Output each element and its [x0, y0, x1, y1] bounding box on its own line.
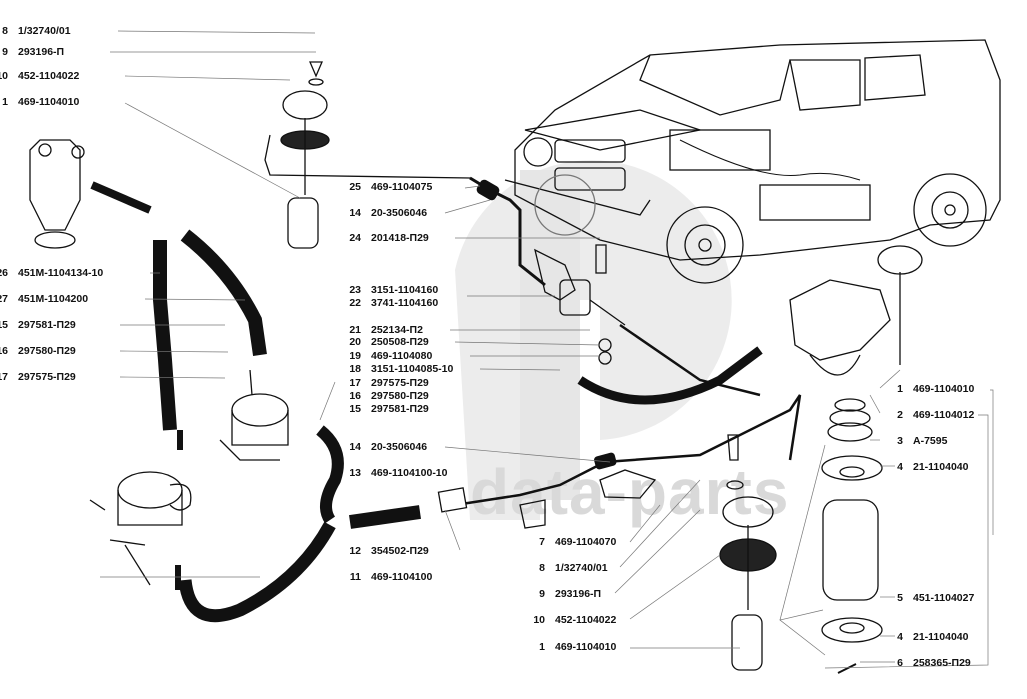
watermark-text: data-parts [470, 456, 790, 528]
fuel-sender-right [877, 245, 923, 365]
hose-26 [153, 240, 177, 431]
hose-12 [349, 505, 421, 529]
callout-26: 26451М-1104134-10 [0, 267, 104, 279]
leader-lines [100, 30, 994, 669]
filter-housing [789, 279, 891, 376]
fuel-tap [534, 244, 626, 365]
sediment-filter [29, 139, 85, 249]
fuel-sender-bottom [719, 434, 777, 671]
hose-18 [577, 346, 763, 405]
hose-27 [180, 229, 267, 356]
fuel-pump-lower [89, 471, 192, 586]
clip-2 [599, 469, 657, 499]
hose-13 [316, 425, 344, 524]
fuel-pump-upper [219, 369, 289, 461]
fuel-sender-top [264, 61, 481, 249]
callout-27: 27451М-1104200 [0, 293, 89, 305]
fuel-line-center [454, 323, 802, 507]
hose-11 [178, 521, 336, 623]
filter-stack [821, 398, 883, 674]
vehicle-illustration [504, 39, 1001, 284]
clip [519, 499, 546, 529]
